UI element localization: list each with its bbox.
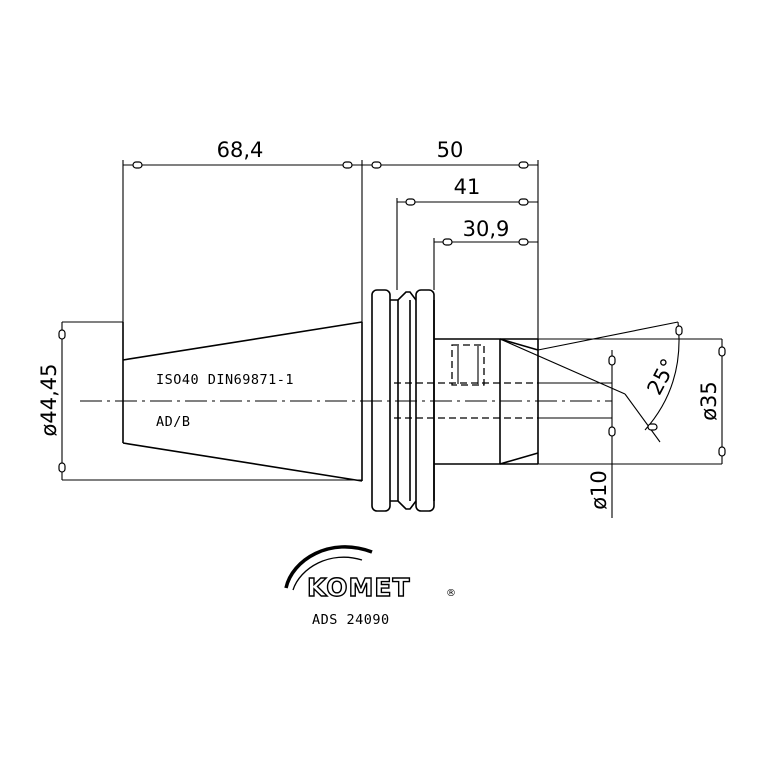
dim-angle-25: 25° <box>642 355 681 399</box>
dim-length-30-9: 30,9 <box>463 217 510 241</box>
extension-lines <box>62 160 722 481</box>
dim-length-68-4: 68,4 <box>217 138 264 162</box>
standard-note: ISO40 DIN69871-1 <box>156 372 294 388</box>
dim-diameter-35: ø35 <box>697 381 721 421</box>
logo-swoosh-inner <box>292 556 363 591</box>
logo-swoosh <box>284 545 373 589</box>
form-note: AD/B <box>156 414 191 430</box>
dim-length-41: 41 <box>454 175 481 199</box>
taper-shank <box>122 321 363 482</box>
komet-logo: KOMET ® <box>284 545 456 603</box>
dim-diameter-10: ø10 <box>587 470 611 510</box>
dimension-lines <box>61 164 723 518</box>
dim-diameter-44-45: ø44,45 <box>37 364 61 437</box>
registered-mark: ® <box>446 588 456 599</box>
angle-construction <box>499 321 680 443</box>
dimension-ticks <box>58 161 726 473</box>
brand-name: KOMET <box>307 573 411 602</box>
inner-bore <box>394 344 538 419</box>
part-number: ADS 24090 <box>312 612 390 628</box>
front-body <box>434 338 539 465</box>
dim-length-50: 50 <box>437 138 464 162</box>
